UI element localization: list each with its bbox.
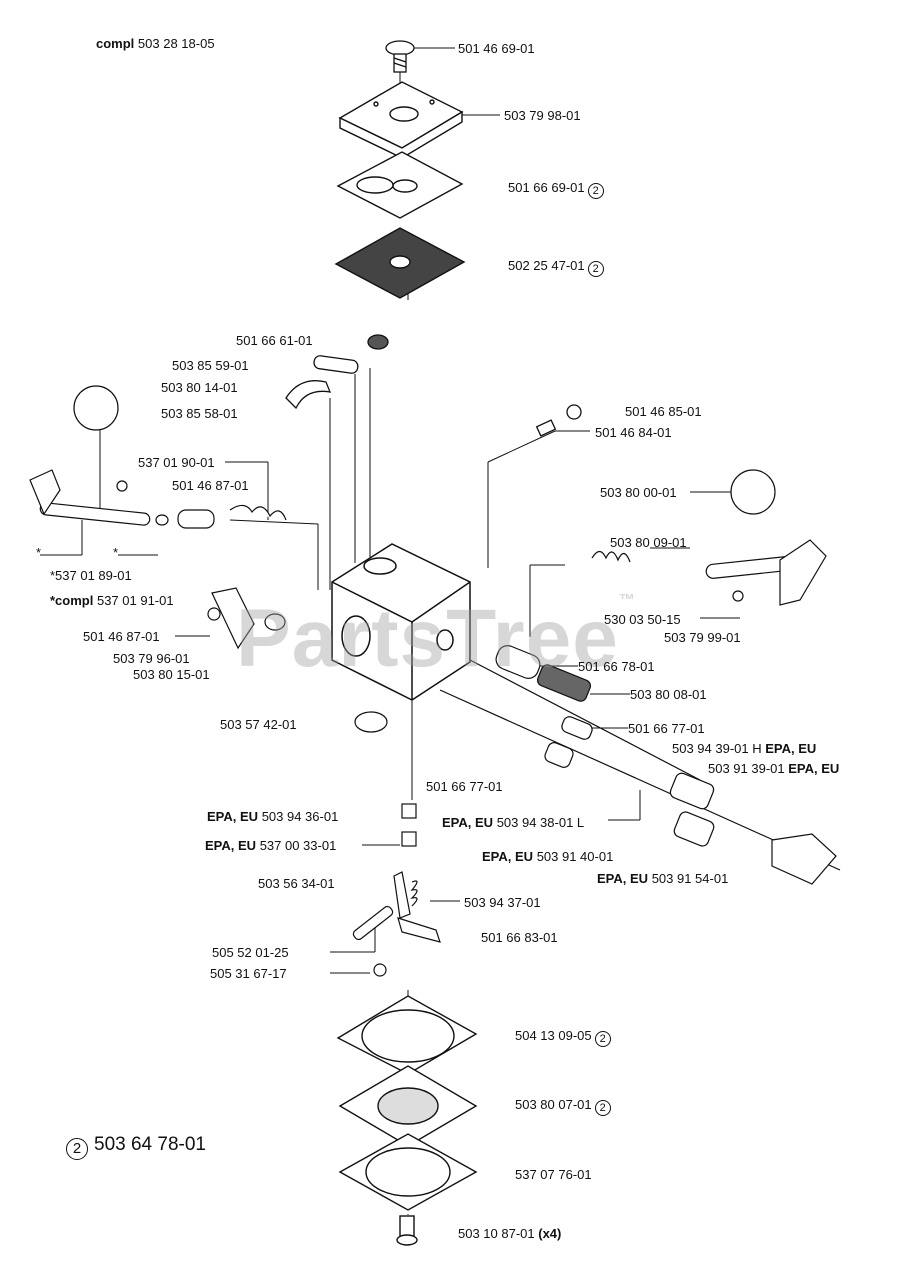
part-label: 501 46 87-01	[83, 629, 160, 644]
part-label: *	[113, 545, 119, 560]
part-label: 503 94 39-01 H EPA, EU	[672, 741, 817, 756]
top-screw	[385, 40, 415, 73]
part-label: 503 91 39-01 EPA, EU	[708, 761, 840, 776]
part-label: EPA, EU 537 00 33-01	[205, 838, 337, 853]
pump-cover	[338, 81, 464, 159]
part-label: 501 66 77-01	[628, 721, 705, 736]
metering-parts	[352, 871, 441, 977]
part-label: 503 10 87-01 (x4)	[458, 1226, 562, 1241]
note-marker: 2	[594, 1100, 611, 1116]
adjustment-needles	[354, 645, 841, 885]
note-marker: 2	[594, 1031, 611, 1047]
part-label: 501 66 61-01	[236, 333, 313, 348]
part-label: *	[36, 545, 42, 560]
part-label: 503 79 96-01	[113, 651, 190, 666]
part-label: 501 66 78-01	[578, 659, 655, 674]
part-label: 501 66 77-01	[426, 779, 503, 794]
pump-gasket	[336, 151, 464, 219]
part-label: 505 31 67-17	[210, 966, 287, 981]
pump-diaphragm	[334, 227, 466, 299]
part-label: EPA, EU 503 94 38-01 L	[442, 815, 585, 830]
part-label: 503 94 37-01	[464, 895, 541, 910]
part-label: 501 46 87-01	[172, 478, 249, 493]
metering-gaskets	[336, 995, 478, 1246]
part-label: 501 46 85-01	[625, 404, 702, 419]
part-label: 503 80 14-01	[161, 380, 238, 395]
part-label: 501 46 69-01	[458, 41, 535, 56]
part-label: 537 01 90-01	[138, 455, 215, 470]
part-label: *compl 537 01 91-01	[50, 593, 174, 608]
part-label: 501 66 83-01	[481, 930, 558, 945]
part-label: 503 80 00-01	[600, 485, 677, 500]
part-label: 503 85 59-01	[172, 358, 249, 373]
part-label: 503 79 98-01	[504, 108, 581, 123]
note-marker: 2	[587, 183, 604, 199]
choke-assembly	[591, 469, 827, 606]
note-marker: 2	[587, 261, 604, 277]
part-label: EPA, EU 503 91 54-01	[597, 871, 729, 886]
part-label: 503 80 09-01	[610, 535, 687, 550]
fuel-fittings	[285, 334, 582, 437]
kit-label: compl 503 28 18-05	[96, 36, 215, 51]
part-label: 503 57 42-01	[220, 717, 297, 732]
part-label: EPA, EU 503 91 40-01	[482, 849, 614, 864]
part-label: 501 46 84-01	[595, 425, 672, 440]
part-label: 503 79 99-01	[664, 630, 741, 645]
throttle-assembly	[29, 385, 287, 650]
part-label: 530 03 50-15	[604, 612, 681, 627]
part-label: *537 01 89-01	[50, 568, 132, 583]
part-label: 505 52 01-25	[212, 945, 289, 960]
part-label: EPA, EU 503 94 36-01	[207, 809, 339, 824]
carburetor-body	[331, 543, 471, 701]
part-label: 503 56 34-01	[258, 876, 335, 891]
part-label: 503 80 15-01	[133, 667, 210, 682]
part-label: 503 85 58-01	[161, 406, 238, 421]
watermark: PartsTree™	[236, 592, 636, 684]
part-label: 503 80 08-01	[630, 687, 707, 702]
part-label: 537 07 76-01	[515, 1167, 592, 1182]
